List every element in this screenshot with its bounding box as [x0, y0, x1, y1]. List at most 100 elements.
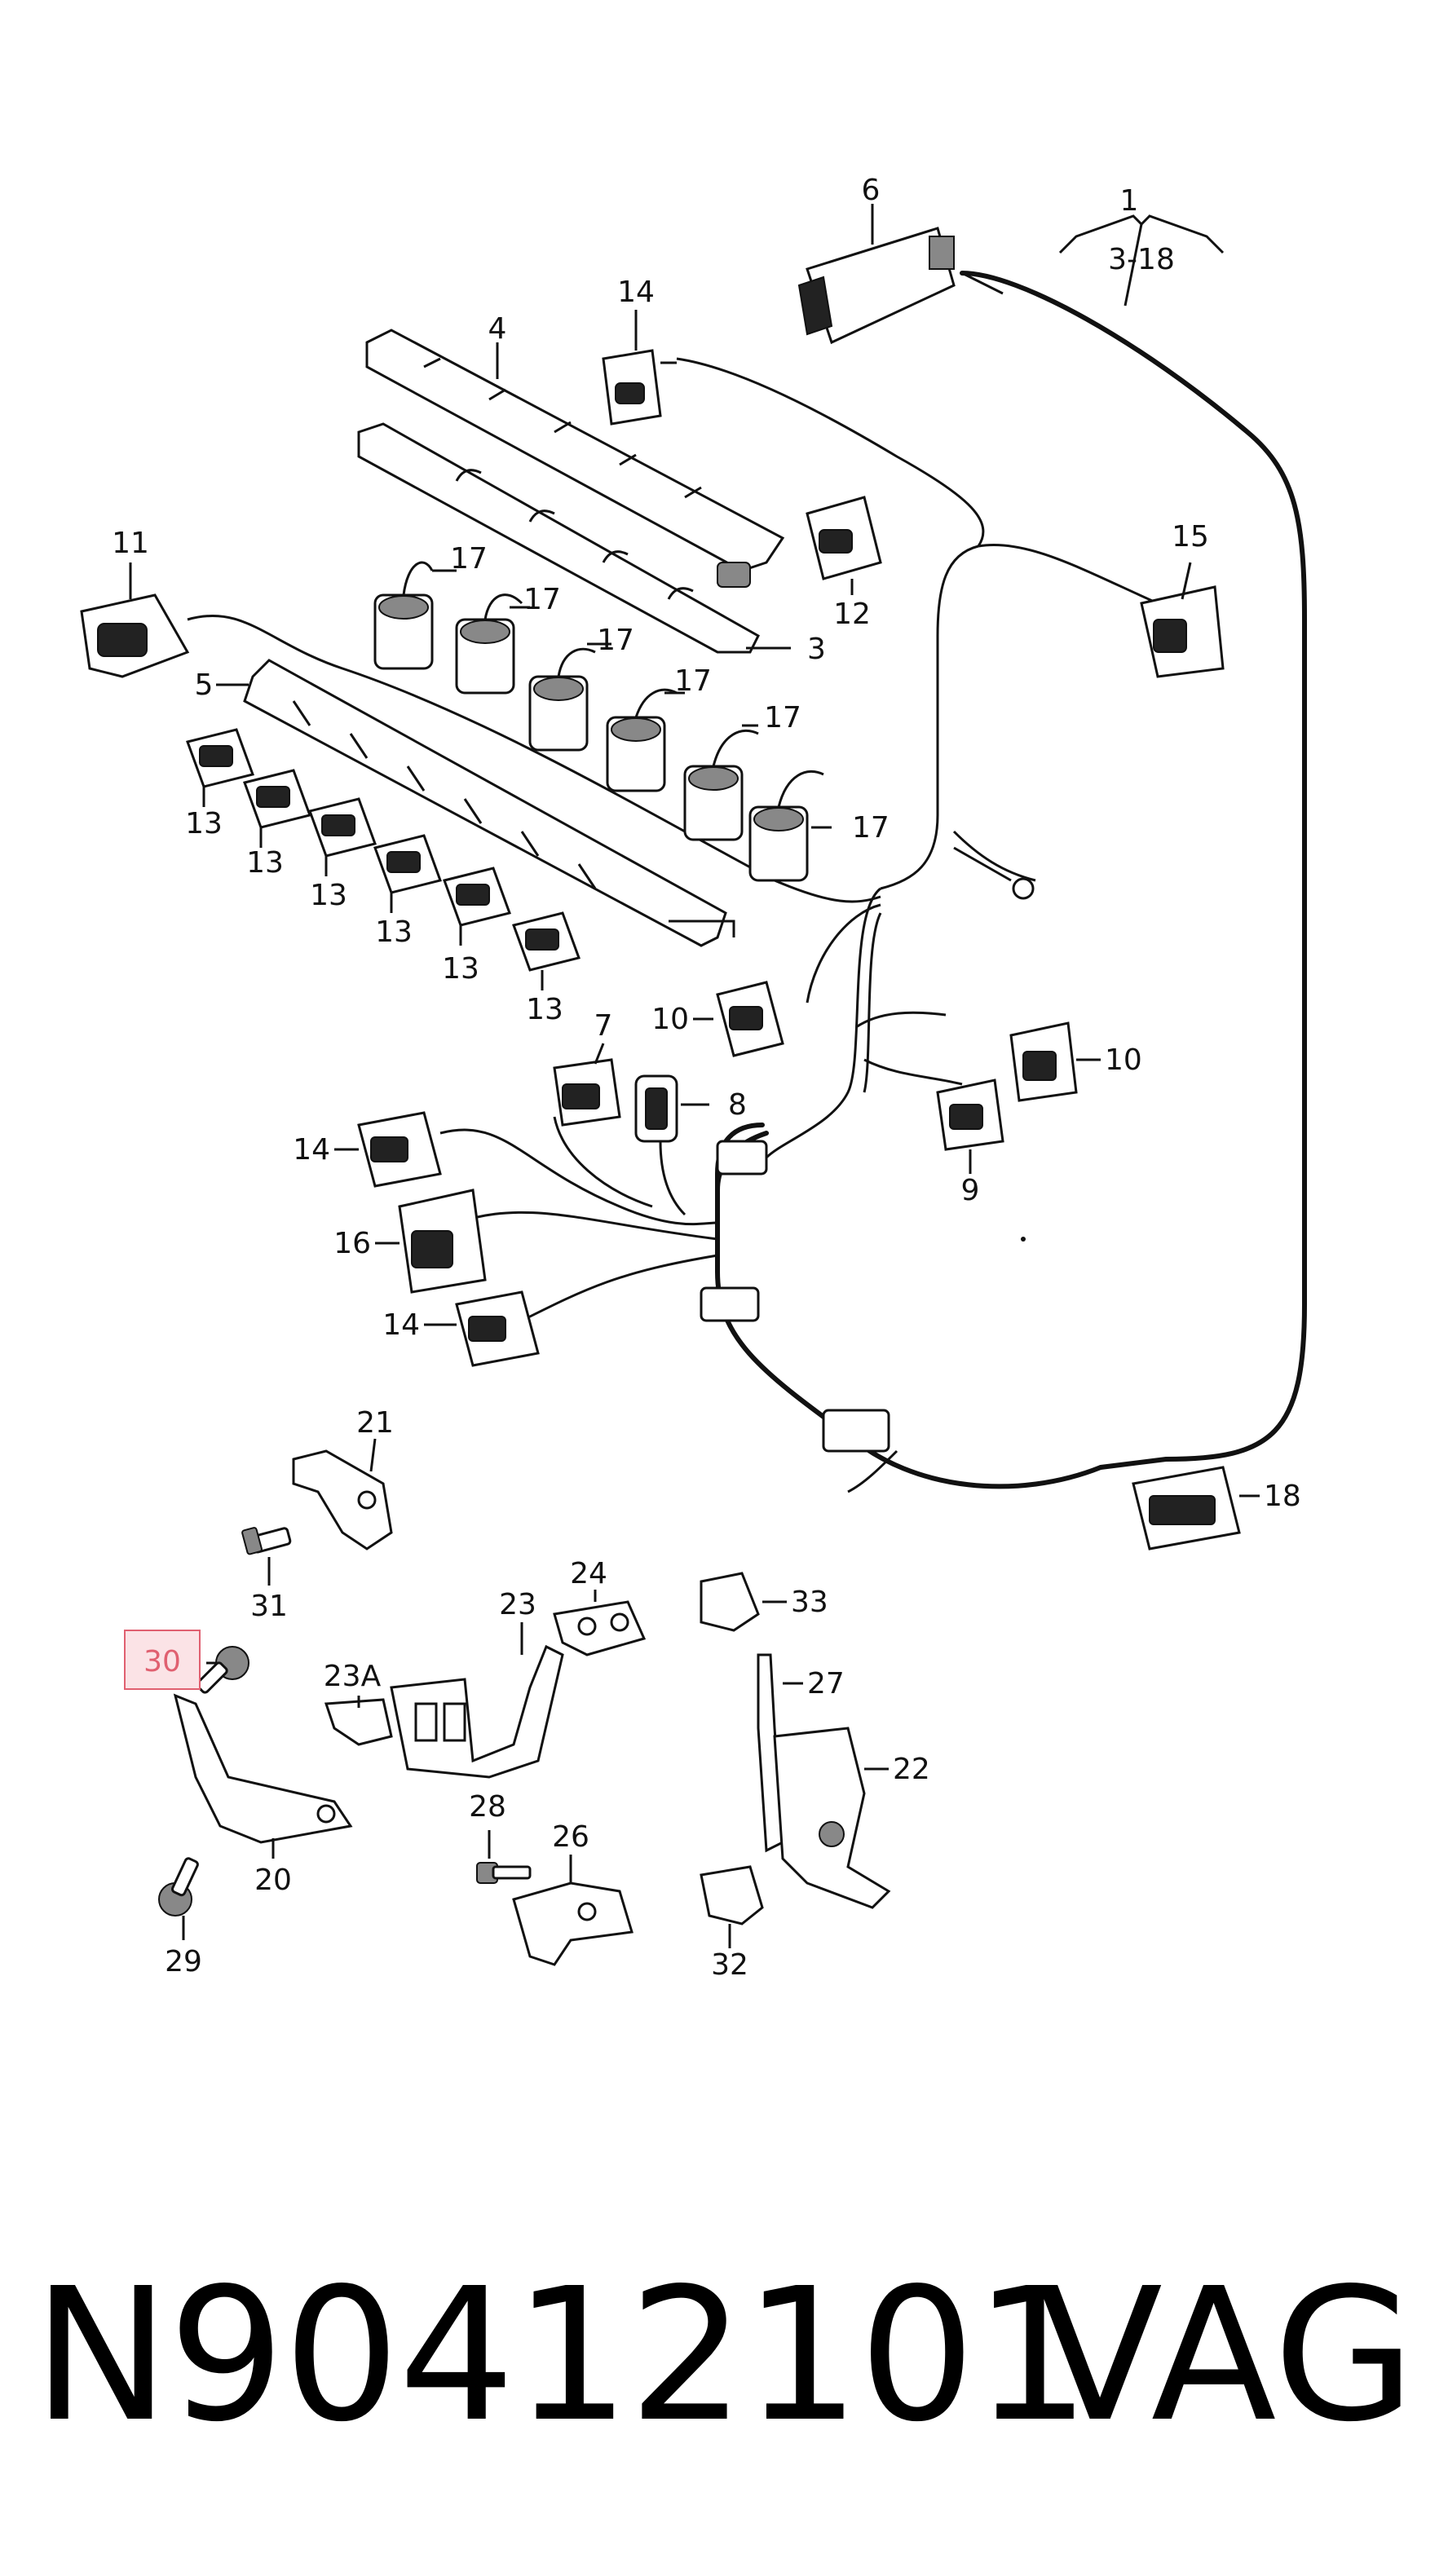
connector-18	[1132, 1466, 1241, 1550]
callout-30: 30	[143, 1645, 181, 1678]
rail-gasket	[357, 422, 760, 654]
callout-14-bottom: 14	[382, 1308, 420, 1342]
injector-connector-13a	[186, 728, 254, 788]
connector-14-top	[602, 349, 677, 426]
callout-33: 33	[791, 1586, 828, 1619]
connector-9	[936, 1078, 1004, 1151]
callout-28: 28	[469, 1790, 506, 1824]
callout-26: 26	[552, 1820, 589, 1854]
callout-20: 20	[254, 1864, 292, 1897]
callout-27: 27	[807, 1667, 845, 1700]
callout-labels: 1 3-18 6 14 4 15 12 11 3 5 17 17 17 17 1…	[112, 174, 1301, 1982]
callout-31: 31	[250, 1590, 288, 1623]
ground-eyelet	[953, 846, 1035, 900]
callout-17f: 17	[852, 811, 890, 845]
connector-8	[634, 1074, 678, 1143]
bracket-20	[173, 1693, 353, 1844]
connector-14-middle	[357, 1111, 442, 1188]
injector-connector-13e	[443, 867, 511, 927]
connector-14-bottom	[455, 1290, 540, 1367]
callout-10-right: 10	[1105, 1043, 1142, 1077]
injector-connector-13d	[373, 834, 442, 894]
injector-connectors-13	[186, 728, 581, 972]
connector-10-left	[716, 981, 784, 1057]
callout-14-middle: 14	[293, 1133, 330, 1167]
callout-1: 1	[1120, 184, 1139, 218]
coil-connector-17b	[455, 618, 515, 695]
callout-23: 23	[499, 1588, 536, 1621]
harness-main-loom	[187, 271, 1307, 1493]
coil-connector-17c	[528, 675, 589, 752]
callout-13e: 13	[442, 952, 479, 986]
callout-17a: 17	[450, 542, 488, 576]
callout-30-highlight[interactable]	[124, 1630, 201, 1690]
callout-16: 16	[333, 1227, 371, 1260]
wiring-harness-diagram: 1 3-18 6 14 4 15 12 11 3 5 17 17 17 17 1…	[80, 174, 1307, 1982]
leader-lines	[129, 204, 1260, 1948]
callout-29: 29	[165, 1945, 202, 1978]
coil-connectors-17	[373, 561, 824, 882]
callout-12: 12	[833, 598, 871, 631]
callout-8: 8	[728, 1088, 747, 1122]
callout-13a: 13	[185, 807, 223, 840]
callout-21: 21	[356, 1406, 394, 1440]
bracket-23	[390, 1644, 564, 1779]
brand-label: VAG	[1037, 2249, 1415, 2463]
callout-13c: 13	[310, 879, 347, 912]
bolt-31	[241, 1527, 292, 1555]
footer: N90412101 VAG	[0, 2234, 1448, 2478]
connector-11	[80, 593, 190, 678]
injector-connector-13f	[512, 911, 581, 972]
injector-connector-13b	[243, 769, 311, 829]
connector-15	[1140, 585, 1225, 678]
bracket-21	[292, 1449, 393, 1550]
bolt-29	[158, 1857, 199, 1917]
callout-11: 11	[112, 527, 149, 560]
callout-9: 9	[961, 1174, 980, 1207]
bolt-30	[196, 1646, 249, 1694]
callout-22: 22	[893, 1753, 930, 1786]
callout-3: 3	[807, 633, 826, 666]
callout-4: 4	[488, 312, 507, 346]
callout-23a: 23A	[324, 1660, 382, 1693]
callout-32: 32	[711, 1948, 748, 1982]
part-number: N90412101	[33, 2249, 1091, 2463]
callout-13f: 13	[526, 993, 563, 1026]
coil-connector-17d	[606, 716, 666, 792]
callout-1-range: 3-18	[1108, 243, 1175, 276]
clip-23a	[324, 1698, 393, 1746]
callout-10-left: 10	[651, 1003, 689, 1036]
coil-connector-17f	[748, 805, 809, 882]
coil-connector-17e	[683, 765, 744, 841]
callout-13d: 13	[375, 915, 413, 949]
callout-5: 5	[195, 668, 214, 702]
callout-15: 15	[1172, 520, 1209, 554]
callout-14-top: 14	[617, 276, 655, 309]
connector-6	[797, 227, 956, 345]
coil-connector-17a	[373, 593, 434, 670]
callout-17b: 17	[523, 583, 561, 616]
connector-16	[398, 1189, 487, 1294]
callout-17d: 17	[674, 664, 712, 698]
injector-connector-13c	[308, 797, 377, 858]
stray-dot	[1021, 1237, 1026, 1242]
bracket-26	[512, 1881, 634, 1966]
connector-10-right	[1009, 1021, 1078, 1102]
clip-33	[700, 1572, 760, 1632]
connector-rail-cover	[365, 329, 785, 588]
callout-24: 24	[570, 1557, 607, 1590]
callout-13b: 13	[246, 846, 284, 880]
clip-24	[553, 1600, 647, 1656]
bolt-28	[476, 1862, 532, 1884]
connector-12	[806, 496, 882, 580]
harness-clips	[700, 1140, 890, 1453]
callout-18: 18	[1264, 1480, 1301, 1513]
bracket-22	[773, 1727, 891, 1909]
clip-32	[700, 1865, 764, 1925]
callout-6: 6	[862, 174, 881, 207]
callout-7: 7	[594, 1009, 613, 1043]
callout-17e: 17	[764, 701, 801, 734]
connector-7	[553, 1058, 621, 1127]
injector-harness-rail	[243, 659, 735, 947]
callout-17c: 17	[597, 624, 634, 657]
